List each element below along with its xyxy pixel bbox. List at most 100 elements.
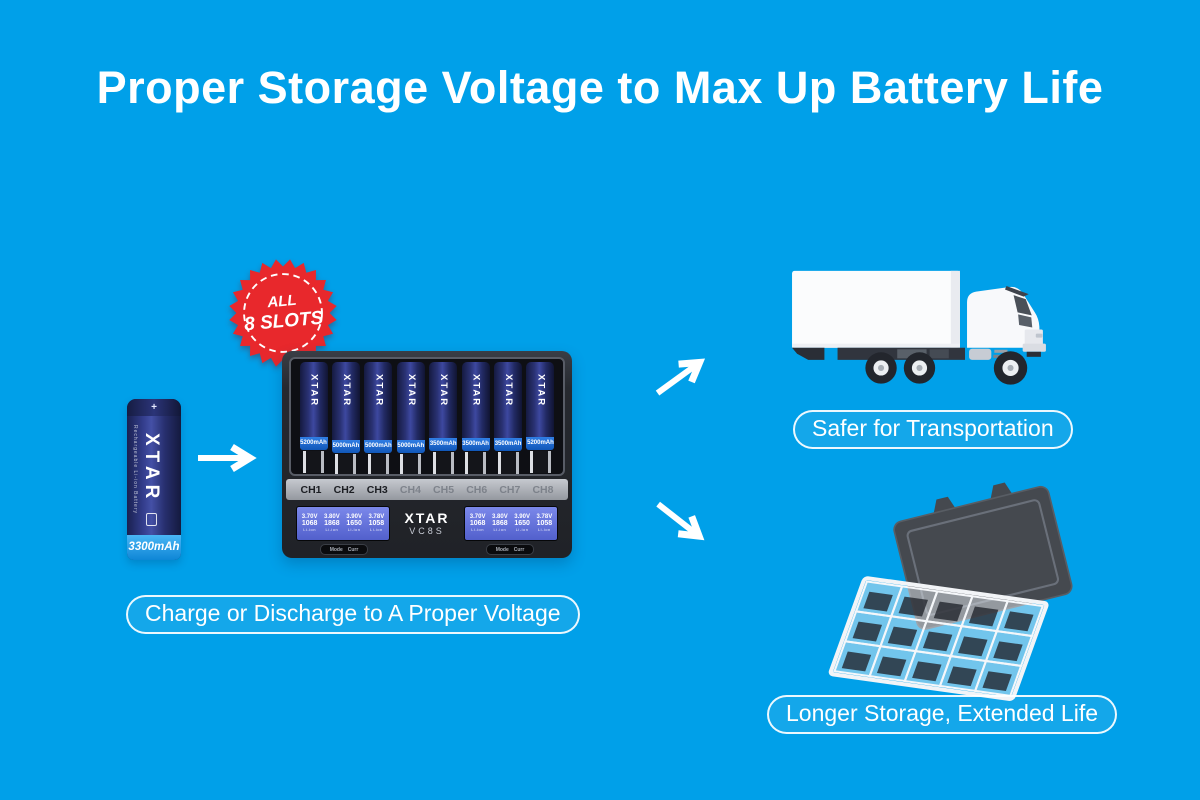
charger-battery-brand: XTAR bbox=[405, 374, 417, 408]
lcd-footer: Li-ion bbox=[493, 526, 507, 532]
channel-label: CH3 bbox=[366, 483, 388, 496]
lcd-footer: Li-ion bbox=[369, 526, 383, 532]
storage-box-illustration bbox=[813, 482, 1085, 701]
lcd-mah: 1868 bbox=[324, 520, 340, 528]
channel-label: CH4 bbox=[399, 483, 421, 496]
slot-rail bbox=[497, 452, 519, 474]
caption-transportation: Safer for Transportation bbox=[793, 410, 1073, 449]
lcd-mah: 1868 bbox=[492, 520, 508, 528]
channel-label-strip: CH1 CH2 CH3 CH4 CH5 CH6 CH7 CH8 bbox=[286, 479, 568, 500]
slot-rail bbox=[400, 453, 422, 474]
charger-slot: XTAR 5000mAh bbox=[396, 359, 425, 474]
charger-battery: XTAR 3500mAh bbox=[429, 362, 458, 452]
caption-storage: Longer Storage, Extended Life bbox=[767, 695, 1118, 734]
charger-battery-brand: XTAR bbox=[438, 374, 450, 408]
curr-label: Curr bbox=[347, 546, 359, 553]
lcd-voltage: 3.70V bbox=[469, 513, 486, 520]
slot-rail bbox=[335, 453, 357, 474]
charger-battery-capacity: 5000mAh bbox=[331, 439, 360, 453]
lcd-voltage: 3.70V bbox=[301, 513, 318, 520]
charger-slot: XTAR 5000mAh bbox=[331, 359, 360, 474]
slot-rail bbox=[465, 452, 487, 474]
charger-battery-capacity: 3500mAh bbox=[429, 438, 458, 452]
arrow-down-right-icon bbox=[648, 492, 714, 552]
lcd-mah: 1650 bbox=[346, 520, 362, 528]
charger-battery-bay: XTAR 5200mAh XTAR 5000mAh XTAR 5000mAh X… bbox=[289, 357, 565, 476]
lcd-footer: Li-ion bbox=[303, 526, 317, 532]
lcd-footer: Li-ion bbox=[471, 526, 484, 532]
charger-battery-brand: XTAR bbox=[470, 374, 482, 408]
charger-battery-brand: XTAR bbox=[340, 374, 352, 408]
model-text: VC8S bbox=[409, 526, 445, 536]
charger-buttons-row: Mode Curr Mode Curr bbox=[286, 544, 568, 556]
lcd-display-left: 3.70V 1068 Li-ion 3.80V 1868 Li-ion 3.90… bbox=[296, 505, 390, 541]
battery-illustration: + Rechargeable Li-ion Battery XTAR 3300m… bbox=[127, 399, 181, 560]
charger-battery-capacity: 3500mAh bbox=[494, 438, 523, 452]
charger-slot: XTAR 5000mAh bbox=[364, 359, 393, 474]
charger-slot: XTAR 3500mAh bbox=[461, 359, 490, 474]
slot-rail bbox=[303, 451, 324, 473]
lcd-mah: 1058 bbox=[368, 520, 385, 528]
lcd-voltage: 3.80V bbox=[324, 513, 340, 520]
page-title: Proper Storage Voltage to Max Up Battery… bbox=[96, 62, 1104, 113]
charger-battery-capacity: 5200mAh bbox=[526, 437, 555, 450]
charger-battery-brand: XTAR bbox=[373, 374, 385, 408]
lcd-footer: Li-ion bbox=[537, 526, 551, 532]
charger-battery: XTAR 3500mAh bbox=[461, 362, 490, 452]
channel-label: CH2 bbox=[333, 483, 355, 496]
charger-battery: XTAR 5200mAh bbox=[526, 362, 555, 450]
lcd-cell: 3.70V 1068 Li-ion bbox=[467, 510, 488, 537]
charger-battery: XTAR 5000mAh bbox=[396, 362, 425, 453]
channel-label: CH6 bbox=[466, 483, 488, 496]
charger-brand-logo: XTAR VC8S bbox=[404, 510, 449, 536]
vc8s-charger-illustration: XTAR 5200mAh XTAR 5000mAh XTAR 5000mAh X… bbox=[282, 351, 572, 558]
caption-charge-discharge: Charge or Discharge to A Proper Voltage bbox=[126, 595, 580, 634]
storage-box-tray bbox=[828, 576, 1049, 701]
charger-battery: XTAR 3500mAh bbox=[494, 362, 523, 452]
truck-illustration bbox=[789, 264, 1052, 392]
lcd-mah: 1068 bbox=[469, 520, 486, 528]
slot-rail bbox=[529, 451, 551, 473]
battery-positive-cap: + bbox=[127, 399, 181, 416]
battery-class-mark bbox=[145, 513, 157, 526]
charger-battery-capacity: 5000mAh bbox=[364, 439, 393, 453]
lcd-voltage: 3.80V bbox=[492, 513, 508, 520]
starburst-icon bbox=[229, 259, 337, 367]
lcd-voltage: 3.78V bbox=[536, 513, 553, 520]
battery-capacity: 3300mAh bbox=[127, 535, 181, 560]
charger-slot: XTAR 3500mAh bbox=[494, 359, 523, 474]
lcd-cell: 3.70V 1068 Li-ion bbox=[299, 510, 320, 537]
lcd-mah: 1650 bbox=[514, 520, 530, 528]
charger-battery-capacity: 5200mAh bbox=[299, 437, 328, 450]
lcd-footer: Li-ion bbox=[325, 526, 339, 532]
charger-display-panel: 3.70V 1068 Li-ion 3.80V 1868 Li-ion 3.90… bbox=[286, 503, 568, 543]
lcd-cell: 3.80V 1868 Li-ion bbox=[321, 510, 342, 537]
lcd-cell: 3.90V 1650 Li-ion bbox=[511, 510, 532, 537]
channel-label: CH7 bbox=[499, 483, 521, 496]
lcd-display-right: 3.70V 1068 Li-ion 3.80V 1868 Li-ion 3.90… bbox=[463, 505, 558, 541]
lcd-voltage: 3.90V bbox=[346, 513, 362, 520]
charger-battery-brand: XTAR bbox=[503, 374, 515, 408]
lcd-cell: 3.78V 1058 Li-ion bbox=[534, 510, 555, 537]
charger-battery-capacity: 3500mAh bbox=[461, 438, 490, 452]
charger-slot: XTAR 3500mAh bbox=[429, 359, 458, 474]
lcd-footer: Li-ion bbox=[347, 526, 361, 532]
all-8-slots-badge: ALL 8 SLOTS bbox=[226, 256, 340, 370]
channel-label: CH5 bbox=[433, 483, 455, 496]
charger-battery: XTAR 5200mAh bbox=[299, 362, 328, 450]
channel-label: CH1 bbox=[300, 483, 322, 496]
channel-label: CH8 bbox=[532, 483, 554, 496]
curr-label: Curr bbox=[513, 546, 525, 553]
mode-label: Mode bbox=[329, 546, 343, 553]
arrow-right-icon bbox=[196, 444, 258, 472]
mode-curr-button: Mode Curr bbox=[320, 544, 368, 555]
mode-label: Mode bbox=[495, 546, 509, 553]
battery-side-text: Rechargeable Li-ion Battery bbox=[132, 425, 138, 514]
charger-battery-capacity: 5000mAh bbox=[396, 439, 425, 453]
mode-curr-button: Mode Curr bbox=[486, 544, 534, 555]
lcd-voltage: 3.78V bbox=[368, 513, 385, 520]
lcd-mah: 1068 bbox=[301, 520, 318, 528]
charger-slot: XTAR 5200mAh bbox=[299, 359, 328, 474]
lcd-voltage: 3.90V bbox=[514, 513, 530, 520]
battery-brand: XTAR bbox=[141, 433, 162, 504]
